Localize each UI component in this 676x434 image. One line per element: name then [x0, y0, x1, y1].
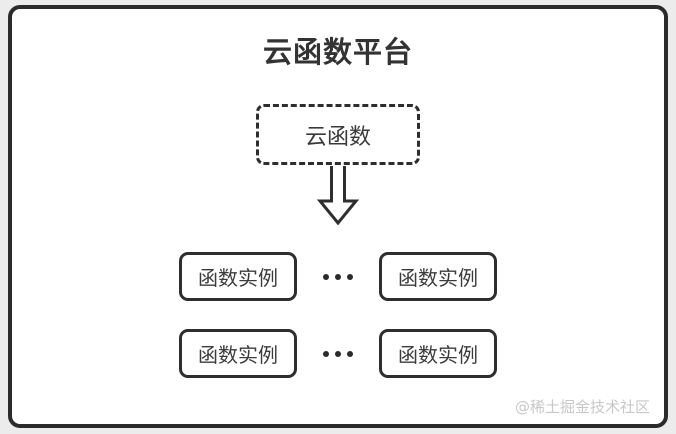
- function-instance-node: 函数实例: [179, 329, 297, 378]
- function-instance-node: 函数实例: [379, 252, 497, 301]
- diagram-frame: 云函数平台 云函数 函数实例 函数实例 函数实例: [8, 5, 668, 428]
- cloud-function-node: 云函数: [256, 104, 420, 165]
- dot: [335, 273, 341, 280]
- ellipsis-icon: [323, 350, 353, 357]
- function-instance-node: 函数实例: [379, 329, 497, 378]
- down-arrow-icon: [316, 166, 360, 226]
- diagram-title: 云函数平台: [262, 35, 413, 69]
- ellipsis-icon: [323, 273, 353, 280]
- function-instance-node: 函数实例: [179, 252, 297, 301]
- function-instance-label: 函数实例: [198, 343, 278, 367]
- cloud-function-node-label: 云函数: [304, 124, 371, 150]
- dot: [347, 273, 353, 280]
- dot: [335, 350, 341, 357]
- function-instance-label: 函数实例: [198, 266, 278, 290]
- dot: [323, 273, 329, 280]
- watermark: @稀土掘金技术社区: [514, 398, 650, 416]
- instance-grid: 函数实例 函数实例 函数实例 函数实例: [12, 252, 664, 378]
- dot: [347, 350, 353, 357]
- dot: [323, 350, 329, 357]
- instance-row: 函数实例 函数实例: [179, 252, 497, 301]
- instance-row: 函数实例 函数实例: [179, 329, 497, 378]
- function-instance-label: 函数实例: [398, 266, 478, 290]
- function-instance-label: 函数实例: [398, 343, 478, 367]
